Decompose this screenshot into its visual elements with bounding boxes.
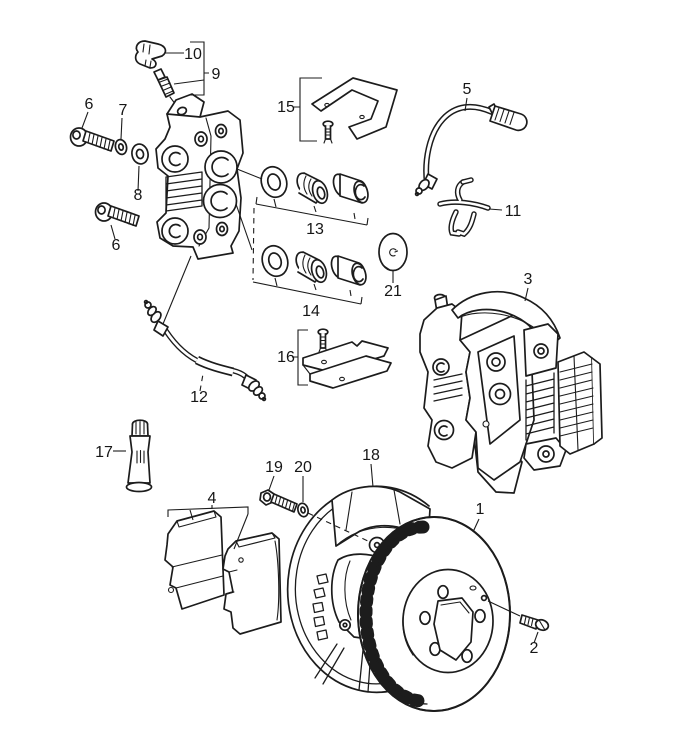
part-17-lubricant-tube xyxy=(125,419,153,493)
part-21-sealing-cap xyxy=(378,232,408,272)
leader-lines xyxy=(81,41,539,644)
callout-3: 3 xyxy=(524,271,533,288)
callout-18: 18 xyxy=(362,447,380,464)
part-3-caliper-assembly xyxy=(419,291,603,494)
part-20-spring-washer xyxy=(297,502,309,518)
leader-washer-to-shield xyxy=(307,512,371,543)
part-5-brake-hose xyxy=(414,103,528,197)
callout-21: 21 xyxy=(384,283,402,300)
part-12-brake-hose xyxy=(143,255,267,402)
callout-9: 9 xyxy=(212,66,221,83)
part-19-hex-bolt xyxy=(259,489,298,513)
callout-20: 20 xyxy=(294,459,312,476)
part-1-brake-disc xyxy=(357,516,511,712)
callout-4: 4 xyxy=(208,490,217,507)
callout-7: 7 xyxy=(119,102,128,119)
part-4-brake-pad-set xyxy=(164,510,282,635)
callout-5: 5 xyxy=(463,81,472,98)
part-15-damper-plate xyxy=(311,77,398,144)
callout-1: 1 xyxy=(476,501,485,518)
callout-6-lower: 6 xyxy=(112,237,121,254)
callout-12: 12 xyxy=(190,389,208,406)
part-10-dust-cap xyxy=(134,40,167,69)
part-16-damper-plate xyxy=(302,328,392,389)
callout-15: 15 xyxy=(277,99,295,116)
part-9-bleeder-valve xyxy=(153,68,180,110)
part-13-repair-kit xyxy=(260,165,369,205)
part-6-socket-bolt-upper xyxy=(69,127,115,152)
part-11-retaining-spring xyxy=(437,177,491,238)
callout-labels: 1 2 3 4 5 6 6 7 8 9 10 11 12 13 14 15 16… xyxy=(85,46,539,657)
callout-14: 14 xyxy=(302,303,320,320)
callout-16: 16 xyxy=(277,349,295,366)
left-brake-caliper-body xyxy=(155,93,244,260)
callout-6-upper: 6 xyxy=(85,96,94,113)
callout-11: 11 xyxy=(505,203,522,220)
callout-8: 8 xyxy=(134,187,143,204)
part-8-seal-washer xyxy=(131,143,149,165)
part-7-washer xyxy=(114,138,128,156)
callout-13: 13 xyxy=(306,221,324,238)
callout-19: 19 xyxy=(265,459,283,476)
part-2-disc-screw xyxy=(519,614,550,632)
callout-10: 10 xyxy=(184,46,202,63)
part-14-repair-kit xyxy=(261,244,367,286)
callout-2: 2 xyxy=(530,640,539,657)
part-6-socket-bolt-lower xyxy=(94,202,140,227)
callout-17: 17 xyxy=(95,444,113,461)
